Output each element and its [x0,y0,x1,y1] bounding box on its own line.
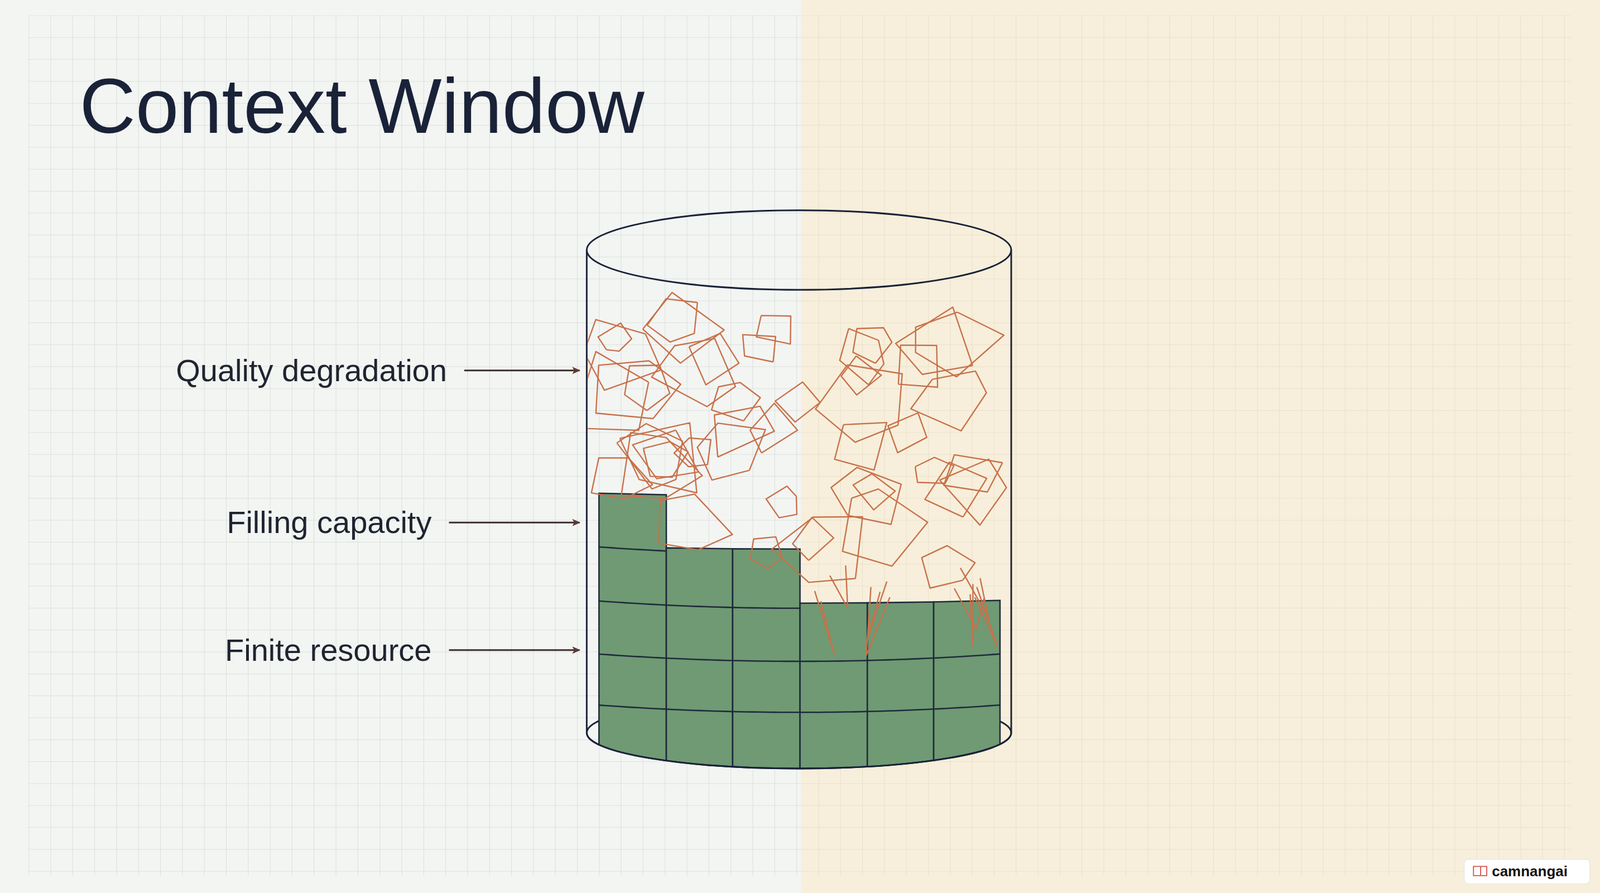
scribble-shape [974,587,998,648]
scribble-shape [711,382,761,421]
leader-arrow [449,521,580,524]
scribble-shape [766,486,797,518]
callout-label: Quality degradation [175,353,448,388]
block-column [732,548,801,796]
scribble-shape [771,516,863,583]
block-column [598,493,667,796]
scribble-shape [750,402,798,453]
background-left [0,0,801,893]
leader-arrow [464,369,580,372]
scribble-shape [924,462,987,517]
scribble-shape [834,422,887,470]
page-title: Context Window [79,66,645,145]
block-row-line [867,708,934,711]
scribble-shape [775,381,820,422]
block-row-line [598,654,667,658]
scribble-shape [658,493,733,550]
block-row-line [867,657,934,661]
grid-left [28,15,801,876]
block-row-line [598,601,667,605]
leader-arrow [449,649,580,651]
scribble-shape [887,412,927,453]
block-row-line [666,657,733,661]
callout-label: Finite resource [224,632,432,668]
block-row-line [598,704,667,709]
background-right [800,0,1600,893]
callout-label: Filling capacity [226,505,432,540]
scribble-shape [584,319,662,391]
scribble-shape [621,432,703,499]
scribble-shape [674,438,711,468]
degraded-scribbles [572,292,1007,656]
block-row-line [732,660,801,661]
cylinder-outline [586,210,1012,769]
scribble-shape [756,315,791,344]
leader-arrows [449,370,580,651]
scribble-shape [596,360,681,419]
scribble-shape [830,467,902,525]
scribble-shape [792,517,834,561]
scribble-shape [598,323,632,352]
block-row-line [933,704,1001,709]
scribble-shape [632,430,699,479]
block-column [666,548,733,797]
scribble-shape [697,423,766,480]
block-row-line [666,709,733,712]
scribble-shape [839,328,884,386]
scribble-shape [915,311,1004,377]
grid-right [800,15,1571,876]
scribble-shape [742,334,776,363]
block-row-line [800,711,868,713]
scribble-shape [866,581,888,643]
scribble-shape [572,351,649,431]
scribble-shape [921,545,975,589]
block-row-line [666,604,733,608]
scribble-shape [689,333,739,385]
scribble-shape [841,356,882,396]
block-row-line [933,654,1001,658]
scribble-shape [915,457,954,483]
scribble-shape [620,423,698,493]
block-bottom-edge [586,732,1012,769]
block-row-line [800,660,868,662]
block-row-line [598,546,667,551]
block-column [867,601,934,796]
scribble-shape [969,583,973,646]
filled-blocks [586,493,1012,796]
scribble-shape [642,292,725,364]
scribble-shape [829,565,848,608]
scribble-shape [750,536,783,569]
scribble-shape [647,298,698,342]
block-row-line [732,711,801,713]
watermark-badge [1464,859,1590,884]
watermark: camnangai [1491,863,1568,880]
scribble-shape [814,591,835,655]
scribble-shape [910,371,987,431]
block-row-line [732,607,801,608]
scribble-shape [943,454,1003,493]
